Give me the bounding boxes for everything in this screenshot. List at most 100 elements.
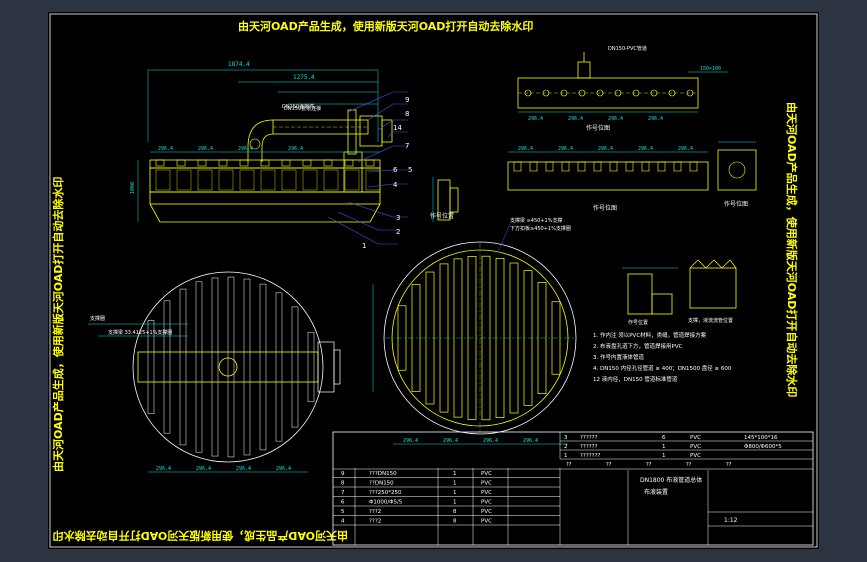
trough-notch [593, 161, 602, 172]
trough-notch [641, 161, 650, 172]
tb-cell: Φ1000/Φ5/5 [369, 500, 403, 506]
front-notch [218, 159, 228, 167]
tb-drawing-title: DN1800 布液管道总体 [640, 476, 702, 484]
front-cell [281, 169, 297, 191]
note-4: 4. DN150 内径孔径管道 ≥ 400；DN1500 盘径 ≥ 600 [593, 364, 732, 372]
tb-frame [332, 431, 814, 546]
plan-slot [179, 288, 187, 446]
drawing-sheet: 由天河OAD产品生成，使用新版天河OAD打开自动去除水印 由天河OAD产品生成，… [48, 12, 819, 549]
tb-scale: 1:12 [724, 517, 738, 524]
pipe-hole [542, 89, 550, 97]
svg-text:296.4: 296.4 [518, 146, 533, 152]
note-3: 3. 作号内置液体管道 [593, 353, 644, 361]
svg-text:下方扣板≥450+1%支撑圈: 下方扣板≥450+1%支撑圈 [510, 225, 571, 232]
plan-slot [227, 276, 235, 458]
svg-text:150×100: 150×100 [700, 66, 721, 72]
tb-cell: ???250*250 [369, 490, 402, 496]
plan-slot [147, 320, 155, 414]
trough-notch [577, 161, 586, 172]
callout-1: 1 [362, 242, 366, 250]
trough-notch [609, 161, 618, 172]
front-cell [239, 169, 255, 191]
tb-cell: 9 [341, 471, 345, 477]
plan-circle-left: 支撑圈 支撑梁 33.4125+1%支撑圈 296.4 296.4 296.4 … [88, 271, 341, 473]
tb-cell: ??????? [580, 453, 601, 459]
front-notch [281, 159, 291, 167]
detail-box: 作号位置 支撑，液流流管位置 [622, 259, 737, 326]
svg-text:296.4: 296.4 [568, 116, 583, 122]
callout-3: 3 [396, 214, 400, 222]
svg-text:296.4: 296.4 [198, 146, 213, 152]
tb-cell: PVC [481, 500, 492, 506]
front-cell [218, 169, 234, 191]
trough-notch [689, 161, 698, 172]
front-notch [260, 159, 270, 167]
svg-text:296.4: 296.4 [558, 146, 573, 152]
svg-text:296.4: 296.4 [158, 146, 173, 152]
svg-text:296.4: 296.4 [598, 146, 613, 152]
label-mid: 作号位图 [593, 204, 617, 212]
front-notch [239, 159, 249, 167]
front-notch [197, 159, 207, 167]
callout-6: 6 [393, 166, 398, 174]
front-cell [302, 169, 318, 191]
plan-circle-right: 296.4 296.4 296.4 296.4 支撑梁 ≥450+1%支撑 下方… [372, 217, 577, 445]
notes: 1. 作内注 须以PVC材料，类缝，管道焊接方案 2. 布液盘孔道下方，管道焊接… [593, 331, 732, 383]
trough-notch [561, 161, 570, 172]
tb-cell: 1 [453, 471, 457, 477]
callout-14: 14 [393, 124, 402, 132]
front-cell [155, 169, 171, 191]
note-2: 2. 布液盘孔道下方，管道焊接用PVC [593, 342, 683, 350]
tb-cell: 3 [564, 435, 568, 441]
trough-notch [545, 161, 554, 172]
tb-cell: 2 [564, 444, 568, 450]
svg-text:296.4: 296.4 [523, 438, 538, 444]
tb-cell: ?????? [580, 435, 598, 441]
mid-right-elevation: 296.4 296.4 296.4 296.4 296.4 作号位图 作号位图 [507, 141, 757, 212]
svg-text:296.4: 296.4 [648, 116, 663, 122]
front-notch [155, 159, 165, 167]
mid-notches [513, 161, 698, 172]
tb-cell: PVC [690, 435, 701, 441]
dim-pipe: DN150管道连接 [284, 105, 321, 112]
svg-text:支撑梁 ≥450+1%支撑: 支撑梁 ≥450+1%支撑 [510, 217, 562, 224]
tb-header-cell: ?? [726, 462, 732, 468]
pipe-hole [632, 89, 640, 97]
svg-text:296.4: 296.4 [236, 466, 251, 472]
tb-cell: ??DN150 [369, 481, 394, 487]
tb-cell: PVC [481, 519, 492, 525]
svg-text:296.4: 296.4 [528, 116, 543, 122]
watermark-top: 由天河OAD产品生成，使用新版天河OAD打开自动去除水印 [238, 19, 533, 33]
tb-cell: 145*100*16 [744, 435, 778, 441]
svg-text:DN150-PVC管道: DN150-PVC管道 [608, 45, 647, 52]
callout-2: 2 [396, 228, 400, 236]
svg-text:296.4: 296.4 [443, 438, 458, 444]
trough-notch [673, 161, 682, 172]
callout-9: 9 [405, 96, 409, 104]
label-detail: 作号位置 [628, 319, 648, 326]
front-notch [344, 159, 354, 167]
tb-cell: 8 [341, 481, 345, 487]
front-notches [155, 159, 381, 191]
tb-header-cell: ?? [606, 462, 612, 468]
front-notch [323, 159, 333, 167]
svg-text:296.4: 296.4 [678, 146, 693, 152]
tb-cell: 6 [341, 500, 345, 506]
svg-text:296.4: 296.4 [276, 466, 291, 472]
tb-cell: PVC [481, 509, 492, 515]
front-cell [344, 169, 360, 191]
cad-drawing: 由天河OAD产品生成，使用新版天河OAD打开自动去除水印 由天河OAD产品生成，… [49, 13, 818, 548]
pipe-hole [668, 89, 676, 97]
front-notch [302, 159, 312, 167]
svg-text:296.4: 296.4 [403, 438, 418, 444]
tb-cell: 7 [341, 490, 345, 496]
tb-header-cell: ?? [566, 462, 572, 468]
svg-text:支撑圈: 支撑圈 [90, 315, 105, 322]
plan-slot [275, 292, 283, 442]
label-sec: 作号位图 [724, 200, 748, 208]
tb-cell: 5 [341, 509, 345, 515]
tb-cell: 1 [453, 500, 457, 506]
label-d1: DN150连接件 [282, 103, 314, 110]
